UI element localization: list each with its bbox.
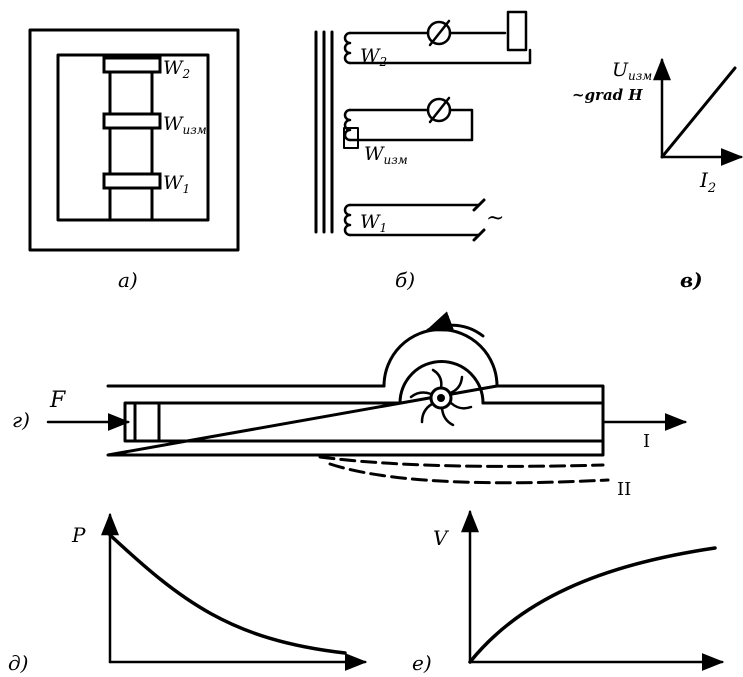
x-axis-label: I2 (699, 168, 716, 196)
coil-wizm (343, 108, 352, 142)
tube-outer (106, 384, 605, 457)
panel-a-label: а) (118, 268, 138, 292)
coil-w1-wires (348, 203, 480, 237)
coil-wizm-wires (348, 108, 474, 142)
tube-inner (123, 401, 605, 443)
y-axis-label: Uизм (612, 59, 652, 83)
winding-wizm (102, 112, 162, 130)
winding-w1 (102, 172, 162, 190)
turbine-impeller (409, 368, 473, 427)
terminal-top (472, 198, 486, 212)
curve-v (468, 546, 717, 664)
winding-w1-label: W1 (163, 172, 190, 196)
coil-w1-label: W1 (360, 211, 387, 235)
y-axis-label-d: P (71, 523, 86, 547)
coil-w2-wires (348, 31, 532, 65)
meter-mid (426, 97, 452, 123)
turbine-housing-inner (398, 360, 485, 405)
position-I-label: I (643, 431, 650, 452)
panel-v-label: в) (680, 268, 703, 292)
panel-b: W2 Wизм ~ W1 б) (314, 10, 532, 292)
position-II-label: II (617, 479, 631, 500)
deflected-tube-1 (318, 455, 605, 468)
coil-wizm-tap (343, 127, 359, 149)
panel-d: P д) (8, 512, 368, 675)
coil-w2 (343, 31, 352, 65)
panel-a: W2 Wизм W1 а) (28, 28, 240, 292)
load-resistor (506, 10, 528, 52)
terminal-bot (472, 228, 486, 242)
panel-e-label: е) (412, 651, 432, 675)
meter-top (426, 20, 452, 46)
winding-w2 (102, 56, 162, 74)
piston (133, 401, 161, 443)
panel-g: F I II г) (12, 311, 688, 500)
panel-v: Uизм ~grad H I2 в) (572, 57, 743, 292)
deflected-tube-2 (328, 462, 610, 485)
meter-top-needle (428, 19, 451, 47)
meter-mid-needle (428, 96, 451, 124)
core-center-leg (108, 53, 154, 222)
y-axis-label-line2: ~grad H (572, 86, 643, 104)
force-label: F (49, 388, 66, 413)
winding-wizm-label: Wизм (163, 113, 207, 137)
rotation-arrow (425, 311, 485, 338)
coil-w1 (343, 203, 352, 237)
core-outer-frame (28, 28, 240, 252)
y-axis-label-e: V (433, 526, 450, 550)
ac-symbol: ~ (486, 206, 504, 231)
panel-d-label: д) (8, 651, 28, 675)
characteristic-line (660, 66, 737, 159)
curve-p (108, 533, 347, 655)
panel-b-label: б) (395, 268, 415, 292)
panel-g-label: г) (12, 408, 30, 432)
panel-e: V е) (412, 509, 725, 675)
coil-wizm-label: Wизм (364, 143, 408, 167)
coil-w2-label: W2 (360, 45, 387, 69)
winding-w2-label: W2 (163, 57, 190, 81)
